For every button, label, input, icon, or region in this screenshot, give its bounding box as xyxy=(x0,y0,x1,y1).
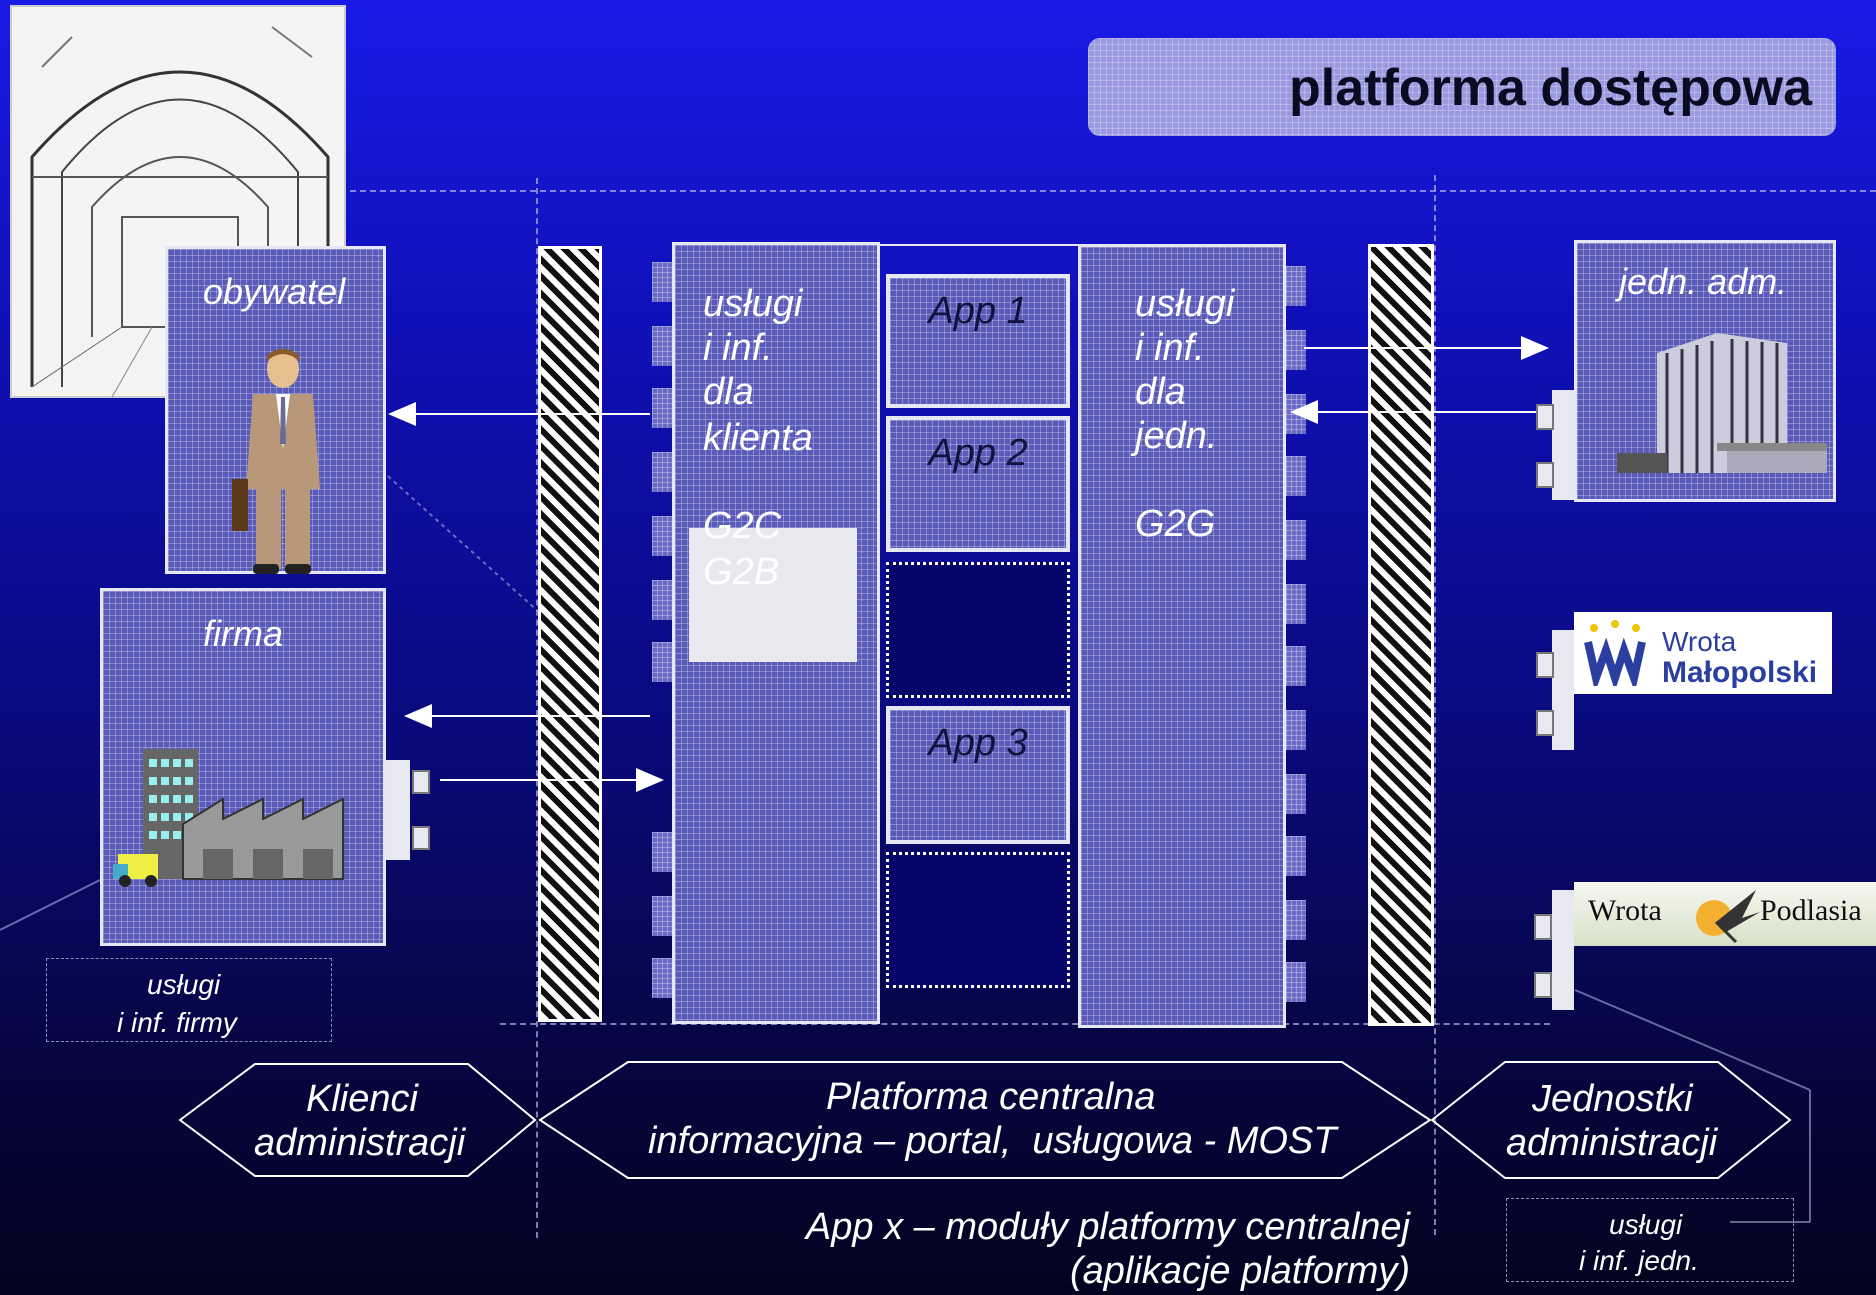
connector-tooth xyxy=(1286,584,1306,624)
connector-tooth xyxy=(652,580,672,620)
malopolski-connector xyxy=(1552,630,1574,750)
admin-unit-label: jedn. adm. xyxy=(1619,261,1788,302)
guide-line-left xyxy=(536,178,538,1238)
right-firewall-bar xyxy=(1368,244,1434,1026)
app-2-box: App 2 xyxy=(886,416,1070,552)
podlasia-connector-pin xyxy=(1534,972,1552,998)
client-code-g2c: G2C xyxy=(703,505,782,547)
client-services-line1: usługi xyxy=(703,283,803,325)
connector-tooth xyxy=(1286,836,1306,876)
title-box: platforma dostępowa xyxy=(1088,38,1836,136)
app-3-label: App 3 xyxy=(928,722,1028,764)
unit-services-line2: i inf. xyxy=(1135,327,1205,369)
admin-unit-connector-pin xyxy=(1536,404,1554,430)
connector-tooth xyxy=(1286,646,1306,686)
platform-label-line1: Platforma centralna xyxy=(826,1076,1156,1118)
company-services-box: usługi i inf. firmy xyxy=(46,958,332,1042)
app-slot-empty xyxy=(886,852,1070,988)
connector-tooth xyxy=(1286,456,1306,496)
app-3-box: App 3 xyxy=(886,706,1070,844)
guide-line-bottom xyxy=(500,1023,1550,1025)
malopolski-logo-line2: Małopolski xyxy=(1662,656,1818,689)
client-services-line3: dla xyxy=(703,371,754,413)
connector-tooth xyxy=(652,388,672,428)
app-1-box: App 1 xyxy=(886,274,1070,408)
client-code-box xyxy=(689,528,857,662)
connector-tooth xyxy=(1286,520,1306,560)
wrota-podlasia-logo: Wrota Podlasia xyxy=(1574,882,1876,946)
guide-line-right xyxy=(1434,175,1436,1235)
platform-label-line2: informacyjna – portal, usługowa - MOST xyxy=(648,1120,1337,1162)
connector-tooth xyxy=(652,452,672,492)
podlasia-connector-pin xyxy=(1534,914,1552,940)
company-connector xyxy=(386,760,410,860)
connector-tooth xyxy=(652,832,672,872)
client-services-panel: usługi i inf. dla klienta G2C G2B xyxy=(672,242,880,1024)
left-firewall-bar xyxy=(538,246,602,1022)
guide-line-top xyxy=(330,190,1876,192)
connector-tooth xyxy=(1286,710,1306,750)
connector-tooth xyxy=(652,326,672,366)
unit-services-line1: usługi xyxy=(1135,283,1235,325)
units-label-line1: Jednostki xyxy=(1532,1078,1693,1120)
connector-tooth xyxy=(652,516,672,556)
admin-unit-connector-pin xyxy=(1536,462,1554,488)
page-title: platforma dostępowa xyxy=(1289,59,1812,117)
unit-services-box: usługi i inf. jedn. xyxy=(1506,1198,1794,1282)
company-panel: firma xyxy=(100,588,386,946)
app-slot-empty xyxy=(886,562,1070,698)
connector-tooth xyxy=(1286,962,1306,1002)
company-label: firma xyxy=(203,613,283,654)
admin-unit-connector xyxy=(1552,390,1574,500)
client-code-g2b: G2B xyxy=(703,551,780,593)
footnote-line2: (aplikacje platformy) xyxy=(1070,1250,1410,1292)
podlasia-logo-line1: Wrota xyxy=(1588,894,1662,927)
citizen-label: obywatel xyxy=(203,271,346,312)
unit-services-line3: dla xyxy=(1135,371,1186,413)
platform-top-line xyxy=(880,244,1078,246)
clients-label-line1: Klienci xyxy=(306,1078,418,1120)
connector-tooth xyxy=(1286,900,1306,940)
connector-tooth xyxy=(1286,774,1306,814)
app-2-label: App 2 xyxy=(928,432,1028,474)
company-connector-pin xyxy=(412,770,430,794)
citizen-panel: obywatel xyxy=(165,246,386,574)
app-1-label: App 1 xyxy=(928,290,1028,332)
unit-services-line4: jedn. xyxy=(1135,415,1218,457)
unit-services-box-line1: usługi xyxy=(1609,1209,1683,1240)
unit-services-panel: usługi i inf. dla jedn. G2G xyxy=(1078,244,1286,1028)
factory-icon xyxy=(113,749,344,887)
malopolski-logo-line1: Wrota xyxy=(1662,626,1737,657)
podlasia-connector xyxy=(1552,890,1574,1010)
footnote-line1: App x – moduły platformy centralnej xyxy=(805,1206,1410,1248)
stork-icon xyxy=(1696,890,1760,944)
company-services-line1: usługi xyxy=(147,969,221,1000)
client-services-line2: i inf. xyxy=(703,327,773,369)
malopolska-emblem-icon xyxy=(1584,620,1646,686)
units-label-line2: administracji xyxy=(1506,1122,1718,1164)
connector-tooth xyxy=(652,958,672,998)
admin-unit-panel: jedn. adm. xyxy=(1574,240,1836,502)
client-services-line4: klienta xyxy=(703,417,813,459)
businessman-icon xyxy=(232,349,320,574)
connector-tooth xyxy=(652,642,672,682)
unit-services-box-line2: i inf. jedn. xyxy=(1579,1245,1699,1276)
wrota-malopolski-logo: Wrota Małopolski xyxy=(1574,612,1832,694)
unit-code-g2g: G2G xyxy=(1135,503,1216,545)
connector-tooth xyxy=(1286,266,1306,306)
malopolski-connector-pin xyxy=(1536,652,1554,678)
company-connector-pin xyxy=(412,826,430,850)
connector-tooth xyxy=(1286,330,1306,370)
podlasia-logo-line2: Podlasia xyxy=(1760,894,1862,927)
connector-tooth xyxy=(652,262,672,302)
clients-label-line2: administracji xyxy=(254,1122,466,1164)
office-building-icon xyxy=(1617,333,1827,473)
connector-tooth xyxy=(652,896,672,936)
malopolski-connector-pin xyxy=(1536,710,1554,736)
company-services-line2: i inf. firmy xyxy=(117,1007,237,1038)
